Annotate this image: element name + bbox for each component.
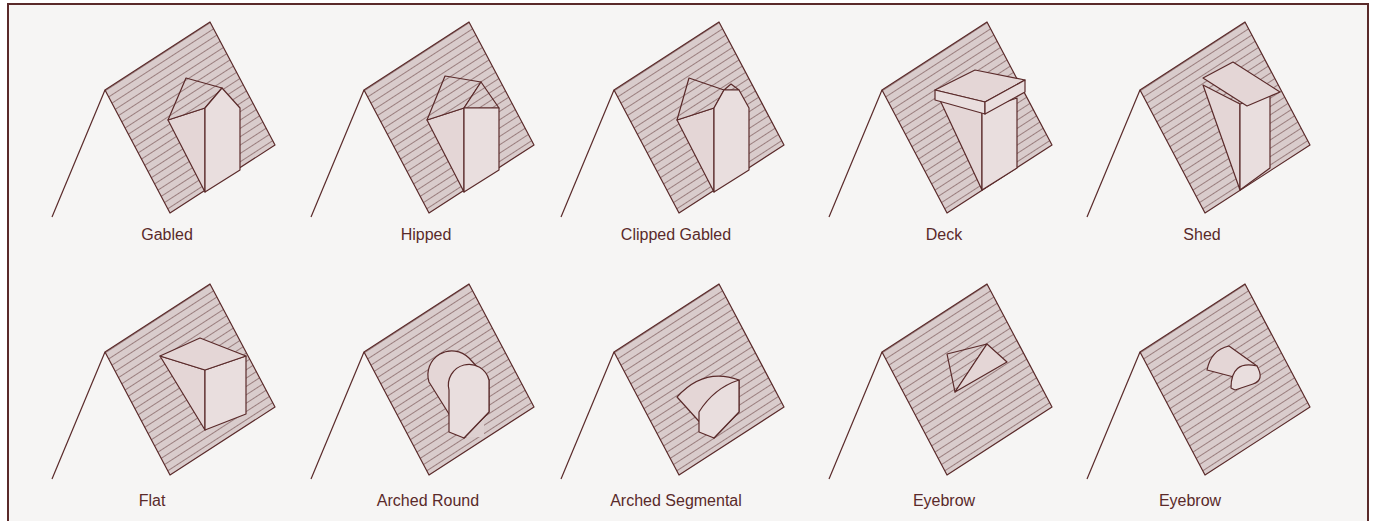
dormer-label: Flat	[139, 492, 166, 510]
dormer-label: Hipped	[401, 226, 452, 244]
dormer-label: Eyebrow	[913, 492, 975, 510]
dormer-label: Gabled	[141, 226, 193, 244]
dormer-label: Arched Segmental	[610, 492, 742, 510]
dormer-label: Eyebrow	[1159, 492, 1221, 510]
dormer-label: Shed	[1183, 226, 1220, 244]
dormer-label: Clipped Gabled	[621, 226, 731, 244]
dormer-label: Arched Round	[377, 492, 479, 510]
dormer-label: Deck	[926, 226, 962, 244]
